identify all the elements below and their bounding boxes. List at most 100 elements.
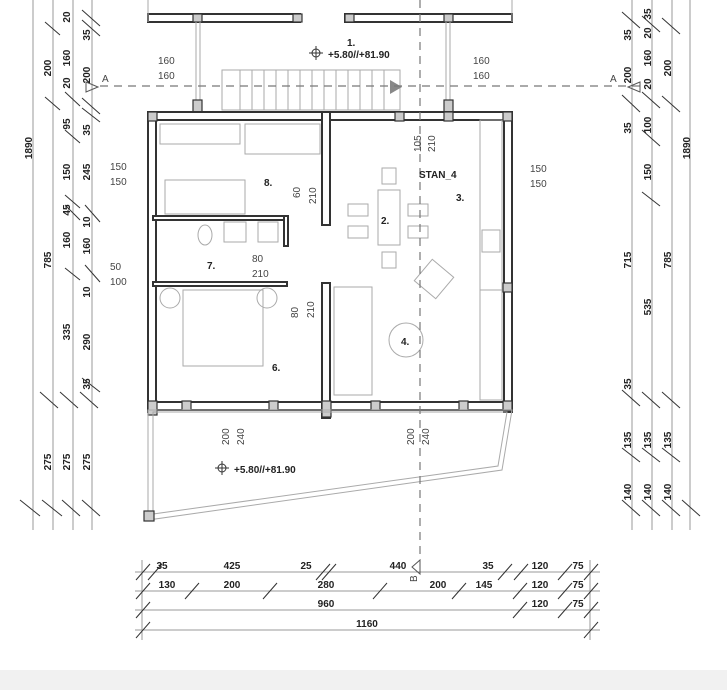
dimension-label: 1160	[356, 619, 378, 630]
level-marker-icon	[309, 46, 323, 60]
dimension-label: 35	[623, 378, 634, 390]
dimension-label: 200	[82, 66, 93, 83]
dimension-label: 10	[82, 286, 93, 298]
dimension-label: 200	[663, 59, 674, 76]
dimension-label: 20	[62, 77, 73, 89]
dimension-label: 45	[62, 204, 73, 216]
opening-width: 150	[110, 162, 127, 173]
dimension-label: 140	[663, 483, 674, 500]
opening-width: 50	[110, 262, 122, 273]
dimension-label: 245	[82, 163, 93, 180]
dimension-label: 785	[663, 251, 674, 268]
dimension-label: 35	[156, 561, 168, 572]
room-3-label: 3.	[456, 193, 465, 204]
opening-height: 150	[530, 179, 547, 190]
dimension-label: 960	[318, 599, 335, 610]
right-dimension-lines	[621, 0, 701, 530]
dimension-label: 160	[643, 49, 654, 66]
dimension-label: 200	[224, 580, 241, 591]
opening-height: 150	[110, 177, 127, 188]
opening-width: 200	[221, 428, 232, 445]
dimension-label: 145	[476, 580, 493, 591]
room-4-label: 4.	[401, 337, 410, 348]
bottom-dimension-lines	[135, 560, 600, 640]
staircase	[221, 69, 402, 111]
building-walls	[85, 0, 641, 576]
double-bed	[182, 289, 264, 367]
dimension-label: 35	[643, 8, 654, 20]
kitchen-counter	[479, 119, 503, 291]
dimension-label: 160	[62, 49, 73, 66]
dimension-label: 95	[62, 118, 73, 130]
dimension-label: 20	[643, 27, 654, 39]
dimension-label: 120	[532, 580, 549, 591]
room-8-label: 8.	[264, 178, 273, 189]
opening-height: 160	[473, 71, 490, 82]
level-marker-icon	[215, 461, 229, 475]
dimension-label: 75	[572, 561, 584, 572]
dimension-label: 1890	[682, 136, 693, 159]
opening-width: 160	[473, 56, 490, 67]
dimension-label: 120	[532, 561, 549, 572]
dimension-label: 25	[300, 561, 312, 572]
dimension-label: 10	[82, 216, 93, 228]
dimension-label: 140	[623, 483, 634, 500]
dimension-label: 160	[82, 237, 93, 254]
dimension-label: 150	[643, 163, 654, 180]
dimension-label: 275	[82, 453, 93, 470]
dimension-label: 120	[532, 599, 549, 610]
dimension-label: 150	[62, 163, 73, 180]
dimension-label: 200	[430, 580, 447, 591]
opening-width: 200	[406, 428, 417, 445]
dimension-label: 75	[572, 599, 584, 610]
opening-width: 150	[530, 164, 547, 175]
dimension-label: 425	[224, 561, 241, 572]
balcony	[147, 409, 513, 521]
dimension-label: 135	[643, 431, 654, 448]
dimension-label: 280	[318, 580, 335, 591]
section-marker: A	[610, 74, 617, 85]
opening-width: 60	[292, 186, 303, 198]
room-2-label: 2.	[381, 216, 390, 227]
dimension-label: 75	[572, 580, 584, 591]
room-6-label: 6.	[272, 363, 281, 374]
opening-height: 240	[236, 428, 247, 445]
dimension-label: 35	[82, 124, 93, 136]
stair-direction-arrow-icon	[390, 80, 402, 94]
dimension-label: 275	[62, 453, 73, 470]
section-marker: A	[102, 74, 109, 85]
dimension-label: 200	[43, 59, 54, 76]
dimension-label: 20	[643, 78, 654, 90]
opening-height: 210	[252, 269, 269, 280]
opening-width: 160	[158, 56, 175, 67]
opening-width: 80	[252, 254, 264, 265]
sofa	[333, 286, 373, 396]
dimension-label: 130	[159, 580, 176, 591]
dimension-label: 135	[663, 431, 674, 448]
opening-height: 100	[110, 277, 127, 288]
left-dimension-lines	[19, 0, 101, 530]
dimension-label: 35	[82, 378, 93, 390]
opening-width: 105	[413, 135, 424, 152]
dimension-label: 35	[623, 122, 634, 134]
level-label: +5.80//+81.90	[328, 50, 390, 61]
dimension-label: 440	[390, 561, 407, 572]
opening-height: 210	[427, 135, 438, 152]
room-1-label: 1.	[347, 38, 356, 49]
dimension-label: 1890	[24, 136, 35, 159]
opening-height: 240	[421, 428, 432, 445]
room-labels: 1. 2. 3. 4. 6. 7. 8. STAN_4 +5.80//+81.9…	[102, 38, 617, 582]
dimension-label: 135	[623, 431, 634, 448]
dimension-label: 20	[62, 11, 73, 23]
dimension-label: 715	[623, 251, 634, 268]
section-marker: B	[409, 575, 420, 582]
dimension-label: 100	[643, 116, 654, 133]
level-label: +5.80//+81.90	[234, 465, 296, 476]
dimension-label: 35	[482, 561, 494, 572]
dimension-label: 140	[643, 483, 654, 500]
dimension-label: 785	[43, 251, 54, 268]
dimension-labels: 1890200785275201602095150451603352753520…	[24, 8, 693, 630]
opening-height: 160	[158, 71, 175, 82]
dining-table	[377, 189, 401, 246]
